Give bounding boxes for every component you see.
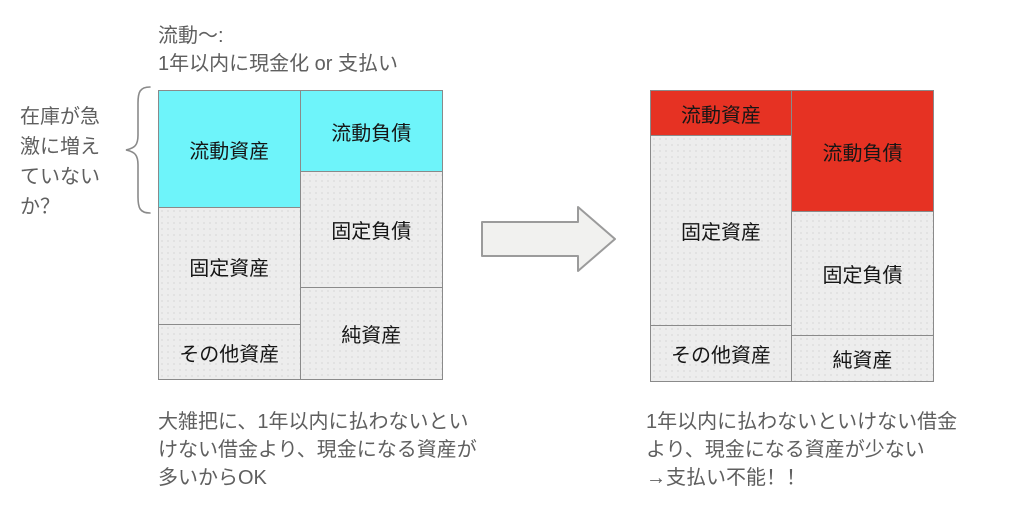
balance-sheet-insolvent: 流動資産 固定資産 その他資産 流動負債 固定負債 純資産 bbox=[650, 90, 934, 382]
cell-label: 固定資産 bbox=[681, 222, 761, 244]
top-note-line: 流動〜: bbox=[158, 25, 224, 47]
assets-column: 流動資産 固定資産 その他資産 bbox=[159, 91, 301, 379]
right-arrow-icon bbox=[481, 206, 616, 272]
bottom-left-line: 多いからOK bbox=[158, 467, 267, 489]
bottom-right-line: 1年以内に払わないといけない借金 bbox=[646, 411, 958, 433]
assets-column: 流動資産 固定資産 その他資産 bbox=[651, 91, 792, 381]
cell-label: 流動負債 bbox=[331, 122, 412, 145]
inventory-question-note: 在庫が急 激に増え ていない か？ bbox=[20, 102, 100, 222]
bottom-left-line: けない借金より、現金になる資産が bbox=[158, 439, 477, 461]
cell-current-assets: 流動資産 bbox=[651, 91, 791, 135]
bottom-left-line: 大雑把に、1年以内に払わないとい bbox=[158, 411, 469, 433]
top-note: 流動〜: 1年以内に現金化 or 支払い bbox=[158, 22, 398, 78]
liabilities-column: 流動負債 固定負債 純資産 bbox=[792, 91, 933, 381]
cell-current-liabilities: 流動負債 bbox=[300, 91, 442, 171]
bottom-right-line: より、現金になる資産が少ない bbox=[646, 439, 925, 461]
cell-fixed-liabilities: 固定負債 bbox=[792, 211, 933, 335]
left-note-line: 在庫が急 bbox=[20, 106, 100, 128]
cell-label: 純資産 bbox=[832, 350, 893, 372]
cell-other-assets: その他資産 bbox=[651, 325, 791, 381]
cell-label: その他資産 bbox=[671, 345, 771, 367]
cell-current-assets: 流動資産 bbox=[159, 91, 300, 207]
bottom-right-line: →支払い不能！！ bbox=[646, 467, 806, 489]
cell-label: 固定負債 bbox=[822, 265, 903, 287]
cell-fixed-liabilities: 固定負債 bbox=[300, 171, 442, 287]
cell-other-assets: その他資産 bbox=[159, 324, 300, 379]
cell-net-assets: 純資産 bbox=[300, 287, 442, 379]
liabilities-column: 流動負債 固定負債 純資産 bbox=[300, 91, 442, 379]
cell-fixed-assets: 固定資産 bbox=[651, 135, 791, 325]
healthy-explanation-note: 大雑把に、1年以内に払わないとい けない借金より、現金になる資産が 多いからOK bbox=[158, 408, 477, 492]
left-note-line: 激に増え bbox=[20, 136, 100, 158]
cell-label: 純資産 bbox=[341, 325, 402, 347]
cell-fixed-assets: 固定資産 bbox=[159, 207, 300, 324]
cell-label: 固定負債 bbox=[331, 221, 412, 243]
balance-sheet-healthy: 流動資産 固定資産 その他資産 流動負債 固定負債 純資産 bbox=[158, 90, 443, 380]
left-note-line: ていない bbox=[20, 166, 100, 188]
cell-label: 流動資産 bbox=[189, 140, 270, 163]
insolvent-explanation-note: 1年以内に払わないといけない借金 より、現金になる資産が少ない →支払い不能！！ bbox=[646, 408, 957, 492]
cell-net-assets: 純資産 bbox=[792, 335, 933, 381]
cell-label: 流動負債 bbox=[822, 142, 903, 165]
curly-brace-icon bbox=[125, 86, 151, 214]
left-note-line: か？ bbox=[20, 196, 60, 218]
cell-label: 固定資産 bbox=[189, 257, 270, 280]
top-note-line: 1年以内に現金化 or 支払い bbox=[158, 53, 399, 75]
cell-current-liabilities: 流動負債 bbox=[792, 91, 933, 211]
cell-label: 流動資産 bbox=[681, 104, 761, 127]
cell-label: その他資産 bbox=[179, 343, 280, 366]
